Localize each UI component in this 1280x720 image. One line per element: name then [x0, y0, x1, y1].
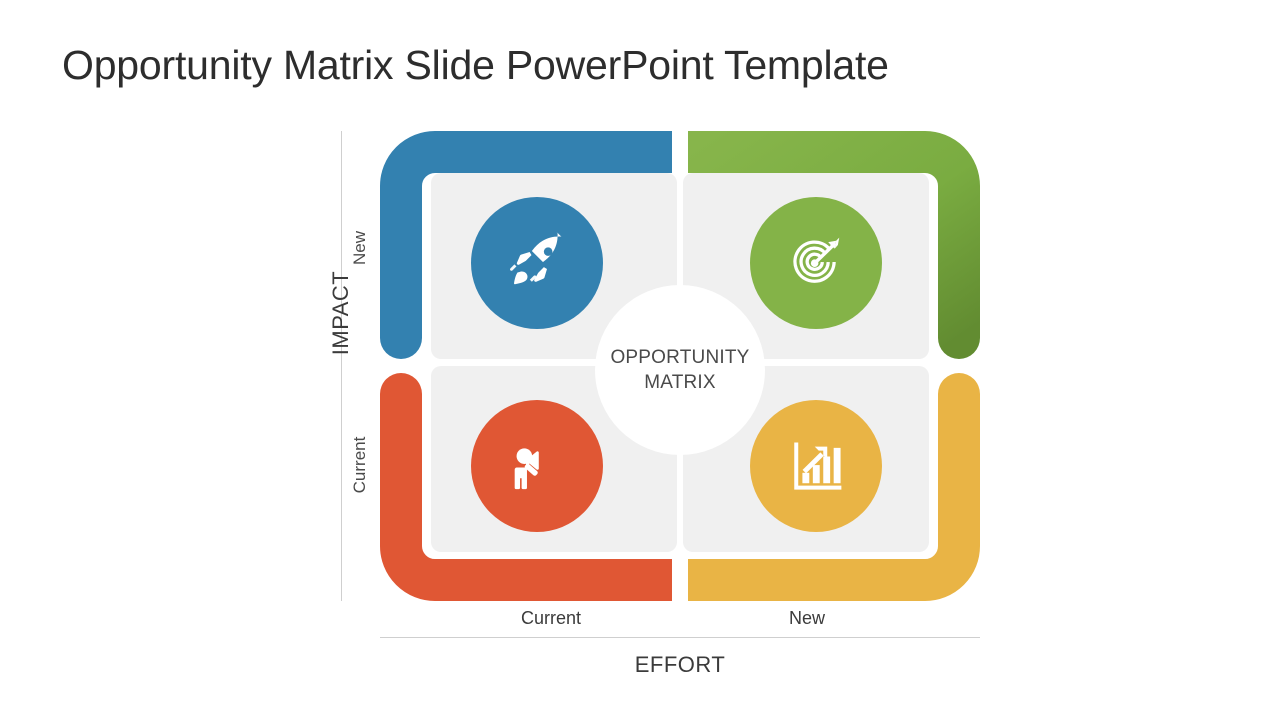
rocket-icon [506, 232, 568, 294]
quadrant-icon-top-left[interactable] [471, 197, 603, 329]
matrix-center-label: OPPORTUNITY MATRIX [595, 285, 765, 455]
page-title: Opportunity Matrix Slide PowerPoint Temp… [62, 42, 889, 88]
quadrant-bracket-top-left[interactable] [380, 131, 672, 359]
target-arrow-icon [785, 232, 847, 294]
megaphone-person-icon [507, 436, 567, 496]
vertical-axis-tick-current: Current [350, 436, 369, 494]
quadrant-icon-bottom-left[interactable] [471, 400, 603, 532]
quadrant-icon-top-right[interactable] [750, 197, 882, 329]
vertical-axis-line [341, 131, 342, 601]
horizontal-axis-tick-current: Current [520, 608, 582, 628]
horizontal-axis-title: EFFORT [634, 652, 726, 677]
vertical-axis-tick-new: New [350, 231, 369, 266]
quadrant-bracket-bottom-left[interactable] [380, 373, 672, 601]
horizontal-axis-tick-new: New [788, 608, 825, 628]
quadrant-bracket-bottom-right[interactable] [688, 373, 980, 601]
center-label-line-1: OPPORTUNITY [610, 346, 750, 368]
horizontal-axis-line [380, 637, 980, 638]
quadrant-icon-bottom-right[interactable] [750, 400, 882, 532]
opportunity-matrix: OPPORTUNITY MATRIX [380, 131, 980, 601]
center-label-line-2: MATRIX [644, 372, 716, 393]
bar-chart-growth-icon [787, 437, 845, 495]
quadrant-bracket-top-right[interactable] [688, 131, 980, 359]
